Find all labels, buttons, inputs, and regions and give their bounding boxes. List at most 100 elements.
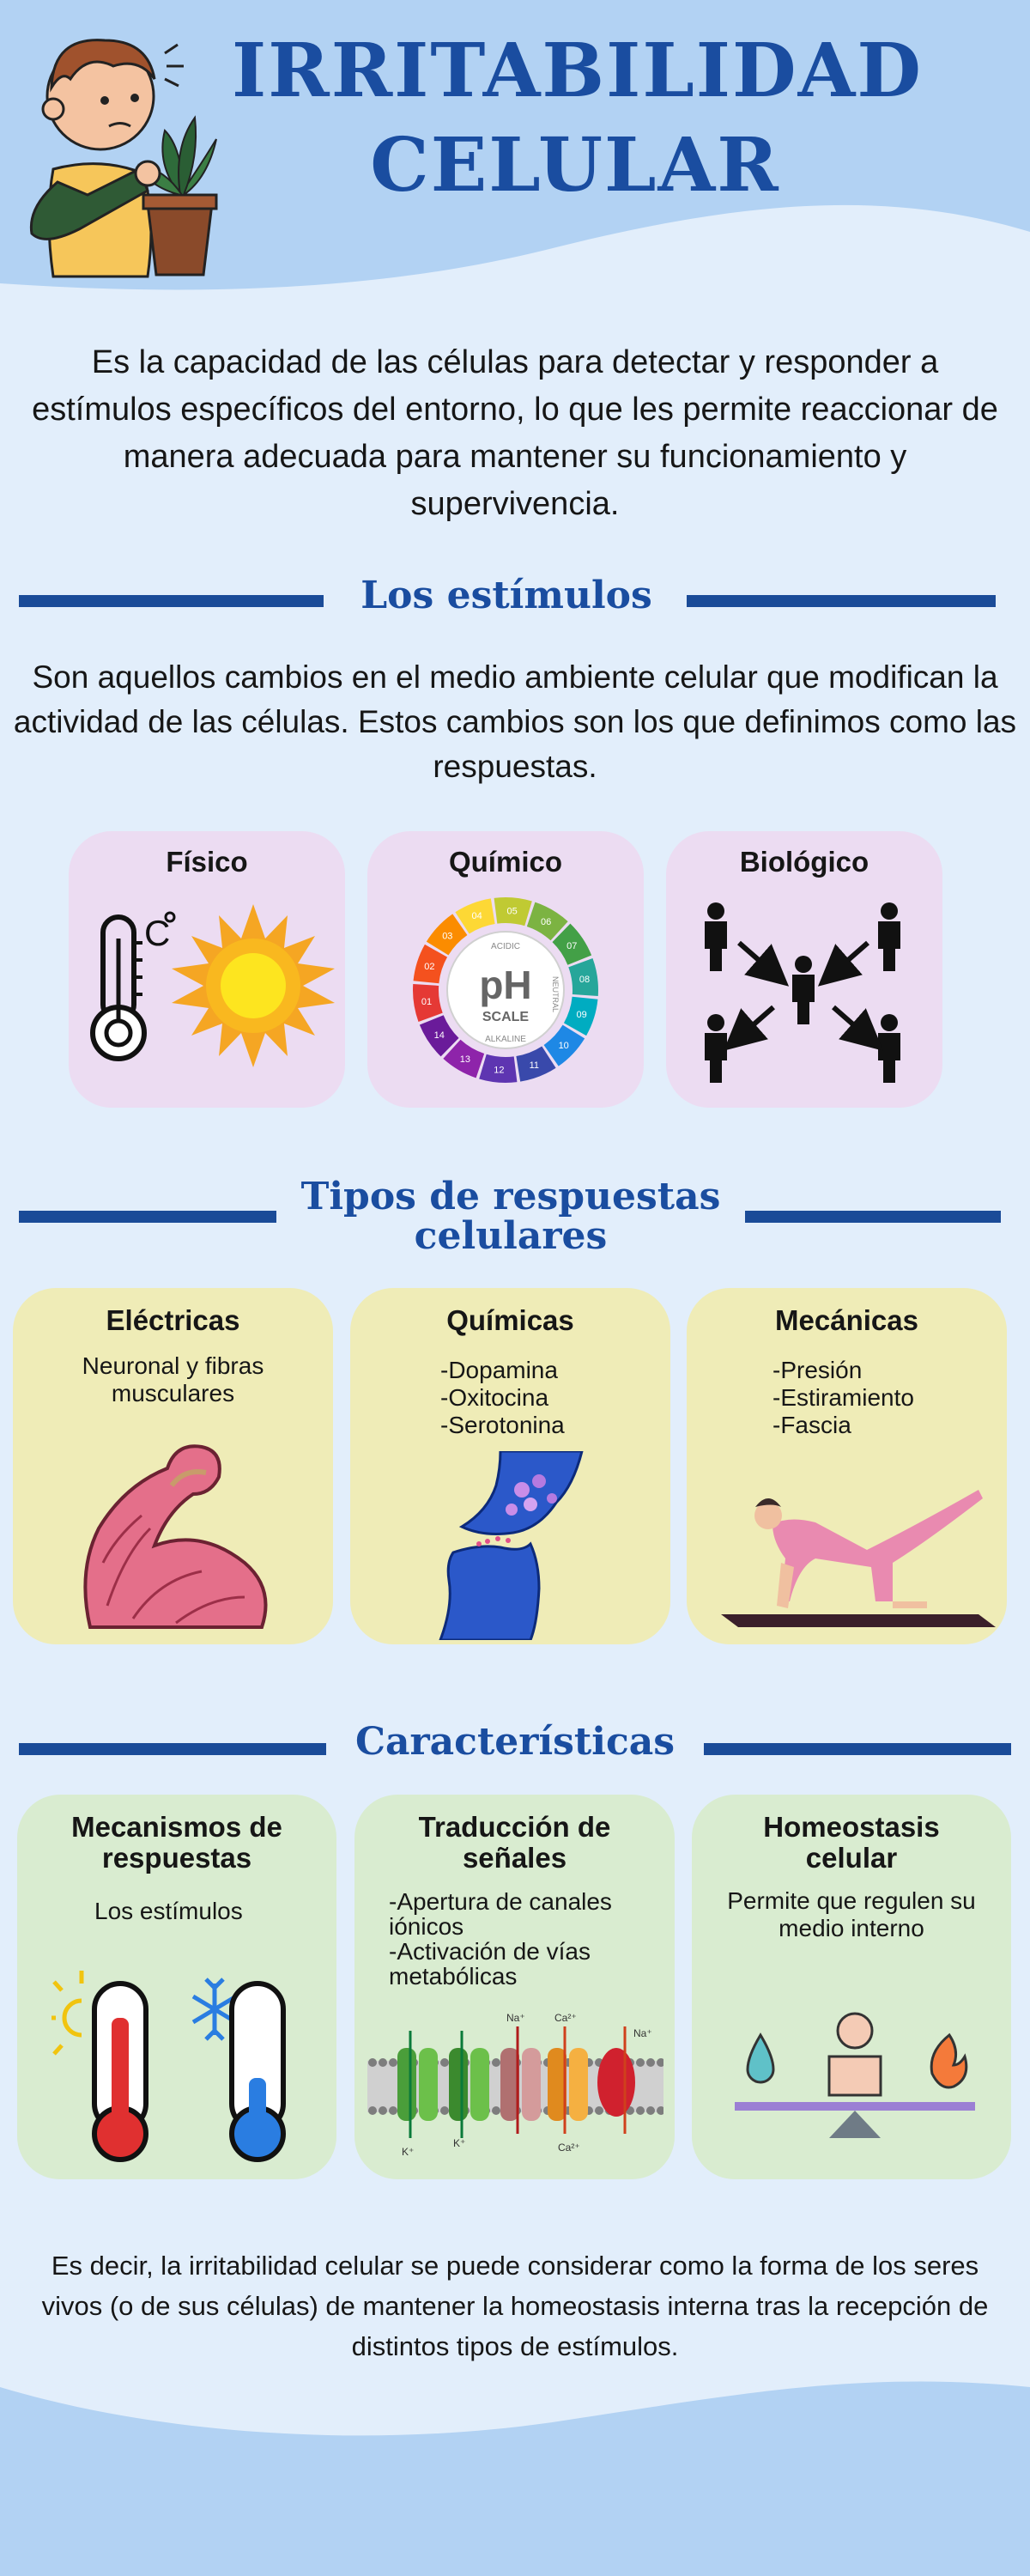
conclusion-paragraph: Es decir, la irritabilidad celular se pu… [41,2251,989,2361]
list-item: -Dopamina [440,1357,558,1383]
feature-card-signal-transduction: Traducción de señales -Apertura de canal… [354,1795,675,2179]
ion-label: K⁺ [453,2137,465,2149]
ph-segment [563,996,598,1036]
section-title-line-2: celulares [414,1214,608,1258]
lipid-head [389,2106,397,2115]
lipid-head [657,2058,663,2067]
ph-number: 07 [566,941,577,951]
heading-bar-right [704,1743,1011,1755]
card-title: Mecánicas [775,1304,918,1336]
ph-segment [568,958,598,996]
card-title: Mecanismos de respuestas [71,1811,282,1874]
card-title: Traducción de señales [418,1811,611,1874]
ph-segment [419,1015,459,1057]
ph-alkaline-label: ALKALINE [485,1035,526,1044]
heading-bar-left [19,1743,326,1755]
response-card-chemical: Químicas -Dopamina -Oxitocina -Serotonin… [350,1288,670,1644]
thermometer-sun-icon: C [90,904,335,1067]
lipid-head [636,2106,645,2115]
list-item: -Estiramiento [772,1384,914,1411]
response-card-mechanical: Mecánicas -Presión -Estiramiento -Fascia [687,1288,1007,1644]
intro-paragraph: Es la capacidad de las células para dete… [32,344,998,522]
section-heading-stimuli: Los estímulos [0,575,1030,627]
lipid-head [379,2058,387,2067]
lipid-head [389,2058,397,2067]
list-item: -Oxitocina [440,1384,549,1411]
response-card-electrical: Eléctricas Neuronal y fibras musculares [13,1288,333,1644]
lipid-head [492,2058,500,2067]
ion-label: Ca²⁺ [554,2012,577,2024]
ph-number: 08 [579,975,590,985]
ph-segment [443,1039,485,1078]
ph-neutral-label: NEUTRAL [551,976,560,1012]
page-title-line-2: CELULAR [370,122,780,209]
boy-with-plant-illustration [29,39,218,278]
heading-bar-right [687,595,996,607]
ph-number: 05 [507,906,518,916]
ph-number: 02 [424,962,434,972]
lipid-head [595,2106,603,2115]
card-list: -Presión -Estiramiento -Fascia [772,1357,914,1439]
ph-number: 13 [460,1054,470,1065]
ion-label: Ca²⁺ [558,2142,580,2154]
ph-segment [455,898,495,934]
lipid-head [368,2106,377,2115]
card-title: Químicas [446,1304,574,1336]
people-interaction-icon [705,902,900,1083]
list-item: -Fascia [772,1412,851,1438]
ph-segment [552,923,592,965]
ph-segment [526,902,568,941]
ph-label: pH [479,963,531,1007]
ph-number: 01 [421,997,432,1007]
ph-number: 06 [541,917,551,927]
feature-card-homeostasis: Homeostasis celular Permite que regulen … [692,1795,1011,2179]
card-title: Químico [448,846,563,878]
lipid-head [368,2058,377,2067]
lipid-head [440,2058,449,2067]
lipid-head [646,2058,655,2067]
ph-number: 10 [559,1041,569,1051]
lipid-head [440,2106,449,2115]
card-body: Neuronal y fibras musculares [82,1352,264,1406]
stimulus-card-biological: Biológico [666,831,942,1108]
card-title: Eléctricas [106,1304,240,1336]
ph-number: 04 [472,911,482,921]
section-title-line-1: Tipos de respuestas [300,1175,721,1218]
section-heading-responses: Tipos de respuestas celulares [0,1176,1030,1262]
lipid-head [636,2058,645,2067]
card-list: -Dopamina -Oxitocina -Serotonina [440,1357,565,1439]
section-title: Características [354,1720,676,1764]
card-title: Biológico [739,846,869,878]
heading-bar-left [19,1211,276,1223]
ph-number: 11 [530,1060,539,1071]
ion-label: Na⁺ [506,2012,525,2024]
ph-segment [516,1046,556,1082]
section-heading-features: Características [0,1722,1030,1773]
card-body: Permite que regulen su medio interno [727,1887,976,1941]
ph-segment [426,914,468,956]
ph-number: 03 [442,931,452,941]
balance-homeostasis-icon [735,2012,975,2138]
lipid-head [492,2106,500,2115]
ion-channels-membrane-icon: Na⁺ Ca²⁺ Na⁺ K⁺ K⁺ Ca²⁺ [367,2012,663,2158]
page-title-line-1: IRRITABILIDAD [232,27,923,114]
stimulus-card-physical: Físico C [69,831,345,1108]
ph-segment [494,897,532,927]
list-item: -Apertura de canales iónicos [389,1888,612,1940]
footer-wave [0,2381,1030,2576]
stimuli-paragraph: Son aquellos cambios en el medio ambient… [13,659,1017,784]
synapse-icon [439,1451,584,1640]
ph-segment [413,944,448,984]
list-item: -Activación de vías metabólicas [389,1938,591,1990]
card-title: Homeostasis celular [763,1811,940,1874]
ph-number: 09 [577,1010,587,1020]
ph-segment [479,1054,518,1083]
ph-number: 12 [494,1066,504,1076]
ph-segment [543,1024,585,1066]
heading-bar-right [745,1211,1001,1223]
yoga-woman-icon [721,1490,996,1627]
list-item: -Presión [772,1357,863,1383]
feature-card-mechanisms: Mecanismos de respuestas Los estímulos [17,1795,336,2179]
section-title: Los estímulos [360,574,652,617]
